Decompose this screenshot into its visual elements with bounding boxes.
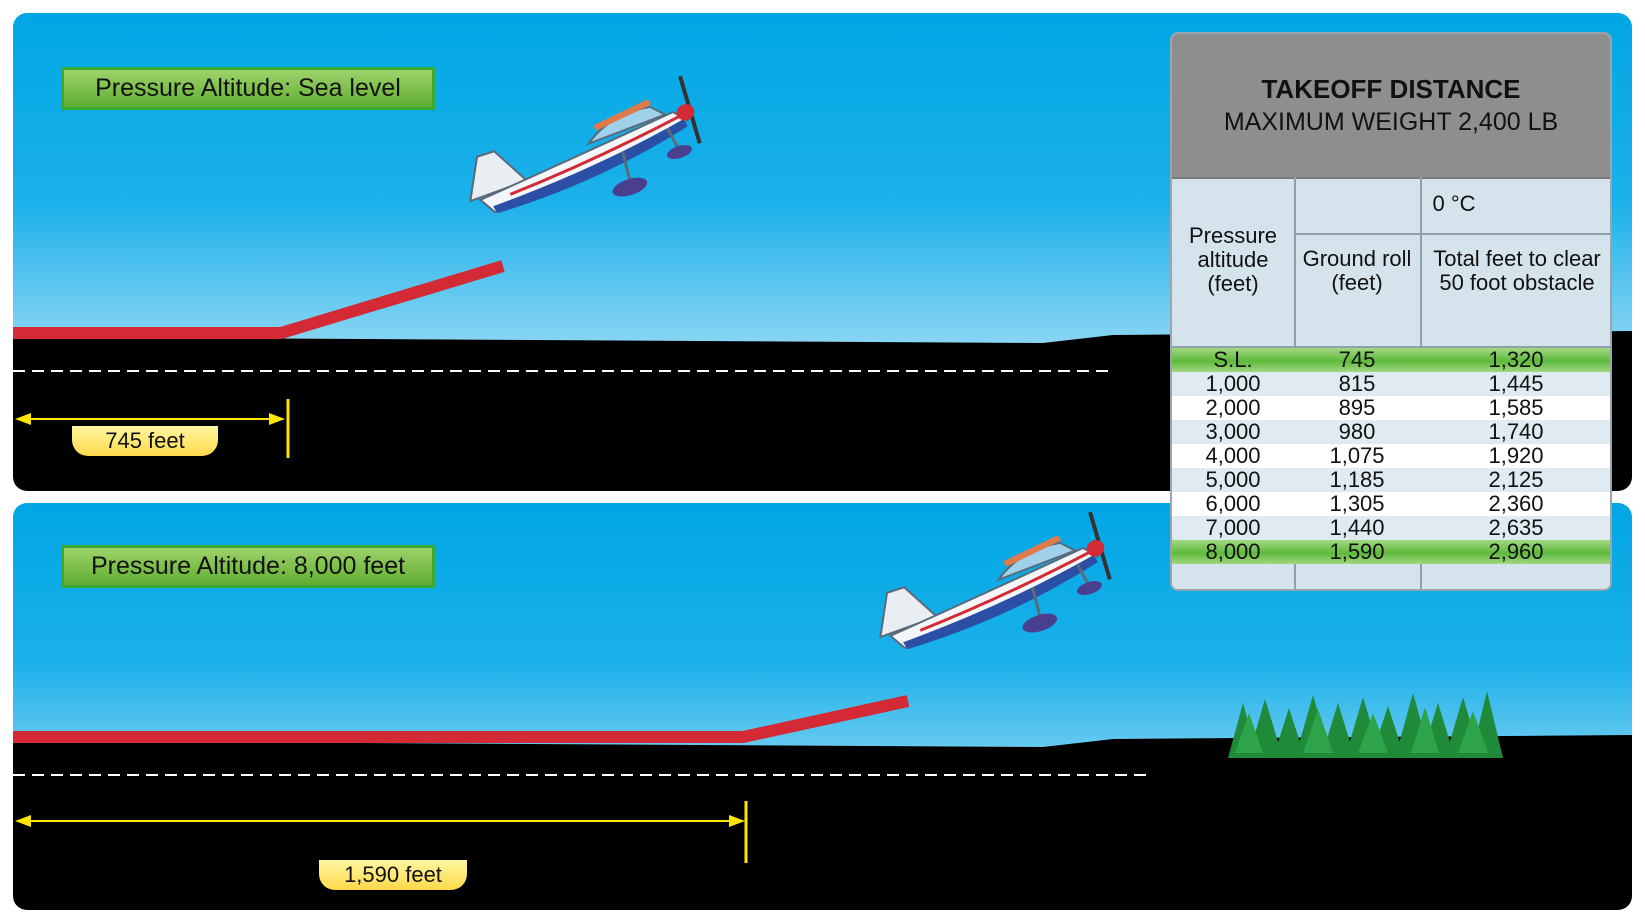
table-header: TAKEOFF DISTANCE MAXIMUM WEIGHT 2,400 LB — [1172, 34, 1610, 179]
table-row: 3,000 980 1,740 — [1172, 420, 1610, 444]
altitude-label-8000: Pressure Altitude: 8,000 feet — [61, 545, 435, 588]
takeoff-distance-table: TAKEOFF DISTANCE MAXIMUM WEIGHT 2,400 LB… — [1170, 32, 1612, 591]
total-distance-cell: 1,740 — [1488, 419, 1544, 444]
row-divider — [1294, 233, 1610, 235]
ground-roll-cell: 1,305 — [1329, 491, 1385, 516]
ground-roll-cell: 980 — [1338, 419, 1376, 444]
airplane-icon — [469, 75, 702, 214]
table-row: 8,000 1,590 2,960 — [1172, 540, 1610, 564]
altitude-label-sea-level: Pressure Altitude: Sea level — [61, 67, 435, 110]
total-distance-cell: 2,360 — [1488, 491, 1544, 516]
distance-measure-top — [15, 399, 290, 458]
total-distance-cell: 2,125 — [1488, 467, 1544, 492]
col-header-altitude: Pressure altitude (feet) — [1188, 223, 1278, 296]
total-distance-cell: 1,320 — [1488, 347, 1544, 372]
col-header-total: Total feet to clear 50 foot obstacle — [1433, 246, 1601, 295]
row-divider — [1172, 346, 1610, 348]
ground-roll-cell: 895 — [1338, 395, 1376, 420]
table-row: 5,000 1,185 2,125 — [1172, 468, 1610, 492]
total-distance-cell: 1,445 — [1488, 371, 1544, 396]
8000-feet-scene: Pressure Altitude: 8,000 feet 1,590 feet — [13, 503, 1632, 910]
table-row: 6,000 1,305 2,360 — [1172, 492, 1610, 516]
altitude-cell: 4,000 — [1205, 443, 1261, 468]
table-row: 4,000 1,075 1,920 — [1172, 444, 1610, 468]
total-distance-cell: 1,585 — [1488, 395, 1544, 420]
altitude-cell: 6,000 — [1205, 491, 1261, 516]
altitude-cell: S.L. — [1213, 347, 1253, 372]
table-row: 7,000 1,440 2,635 — [1172, 516, 1610, 540]
distance-measure-bottom — [15, 801, 748, 863]
total-distance-cell: 1,920 — [1488, 443, 1544, 468]
altitude-cell: 7,000 — [1205, 515, 1261, 540]
altitude-cell: 8,000 — [1205, 539, 1261, 564]
table-row: S.L. 745 1,320 — [1172, 348, 1610, 372]
altitude-cell: 2,000 — [1205, 395, 1261, 420]
col-header-temperature: 0 °C — [1432, 191, 1476, 216]
col-header-ground-roll: Ground roll (feet) — [1302, 246, 1412, 295]
distance-label-bottom: 1,590 feet — [319, 860, 467, 890]
table-row: 1,000 815 1,445 — [1172, 372, 1610, 396]
altitude-cell: 5,000 — [1205, 467, 1261, 492]
airplane-icon — [879, 511, 1112, 650]
runway — [13, 735, 1632, 910]
ground-roll-cell: 1,440 — [1329, 515, 1385, 540]
distance-label-top: 745 feet — [72, 426, 218, 456]
ground-roll-cell: 745 — [1338, 347, 1376, 372]
table-row: 2,000 895 1,585 — [1172, 396, 1610, 420]
flight-path — [13, 695, 910, 743]
total-distance-cell: 2,635 — [1488, 515, 1544, 540]
table-title: TAKEOFF DISTANCE — [1261, 74, 1521, 104]
table-subtitle: MAXIMUM WEIGHT 2,400 LB — [1223, 108, 1559, 136]
ground-roll-cell: 1,075 — [1329, 443, 1385, 468]
ground-roll-cell: 815 — [1338, 371, 1376, 396]
total-distance-cell: 2,960 — [1488, 539, 1544, 564]
ground-roll-cell: 1,185 — [1329, 467, 1385, 492]
altitude-cell: 1,000 — [1205, 371, 1261, 396]
flight-path — [13, 260, 505, 339]
altitude-cell: 3,000 — [1205, 419, 1261, 444]
ground-roll-cell: 1,590 — [1329, 539, 1385, 564]
